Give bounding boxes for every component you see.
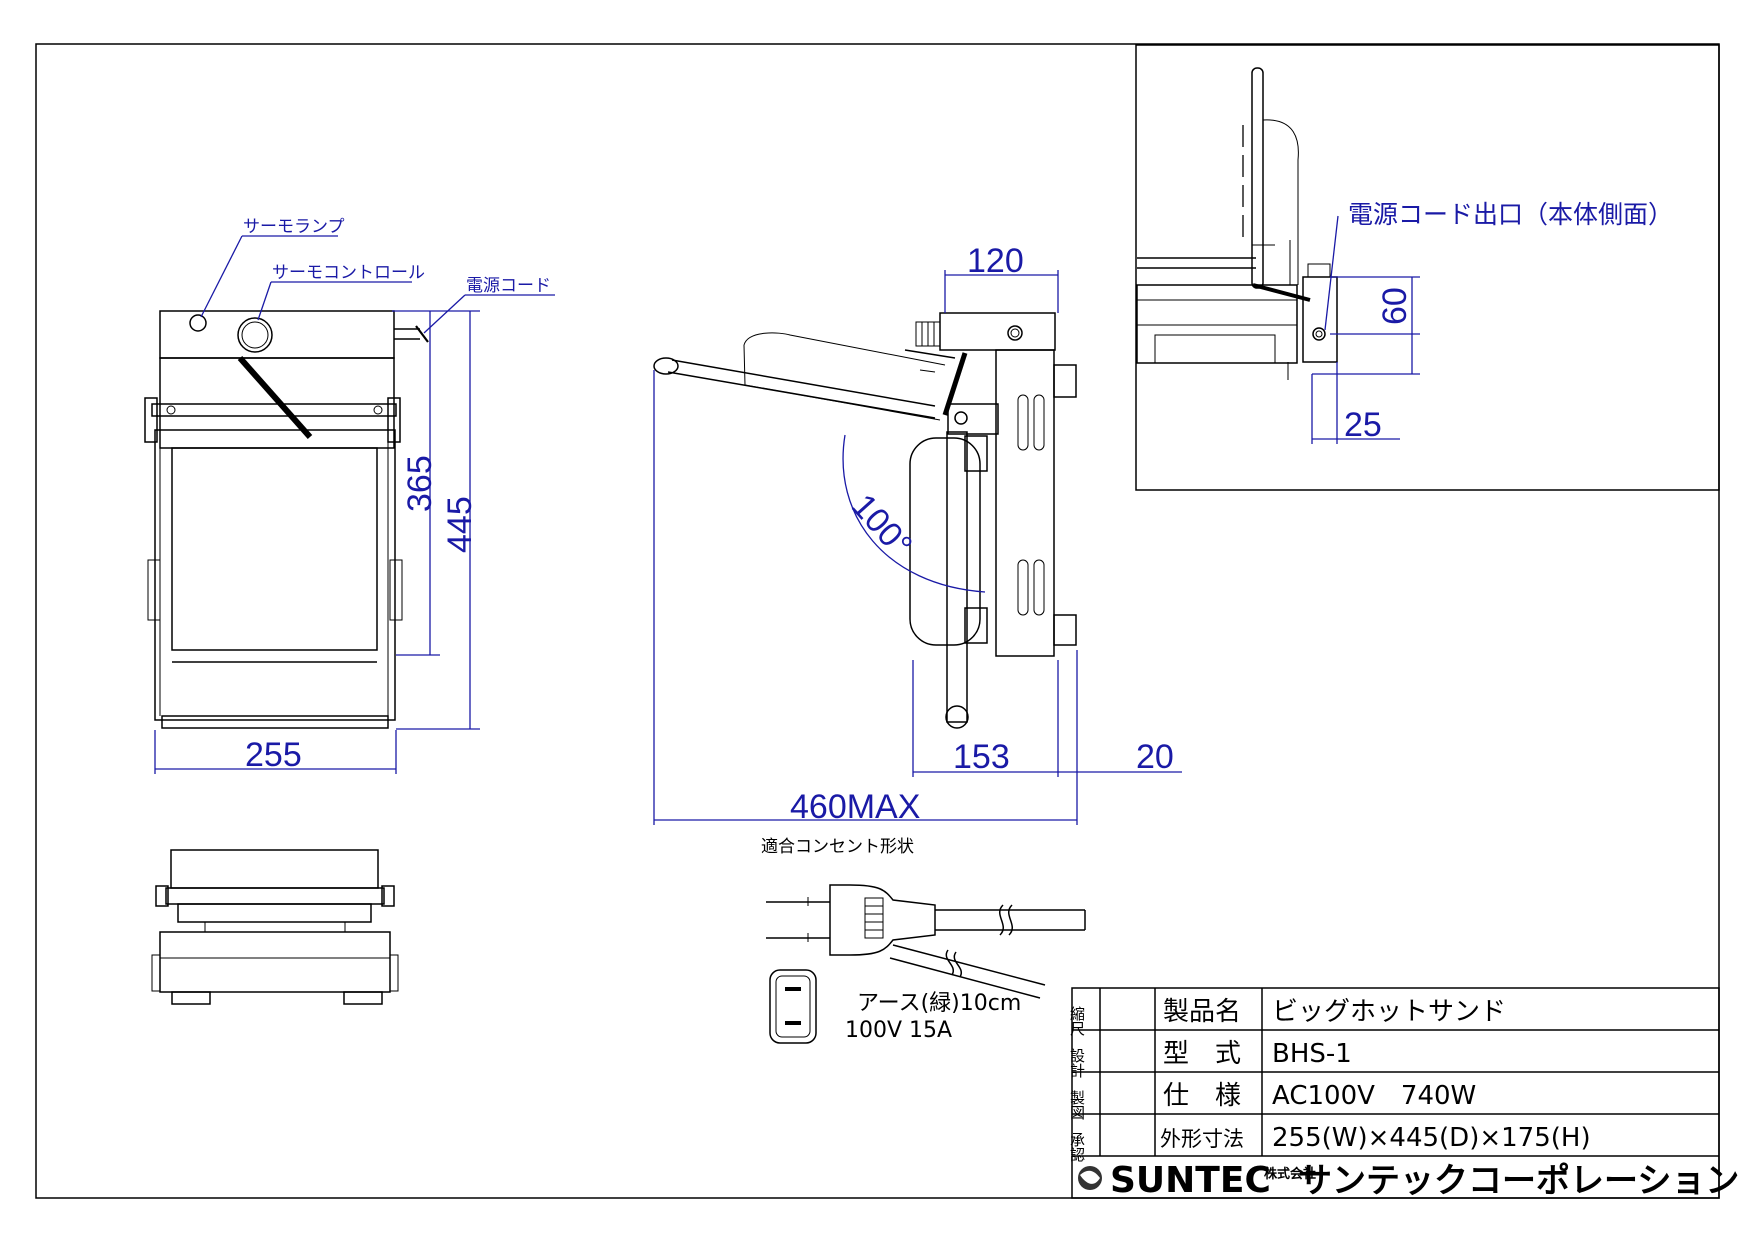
side-view [653,312,1077,729]
dim-inset-height: 60 [1376,287,1414,325]
drawing-border [35,43,1720,1199]
title-block [1071,987,1720,1199]
dim-side-body: 153 [953,738,1010,776]
dim-front-inner-depth: 365 [401,455,439,512]
thermo-control-callout: サーモコントロール [272,263,425,283]
dim-angle: 100° [844,487,919,565]
inset-dimensions [1311,215,1420,444]
scale-label: 縮尺 [1068,1006,1086,1036]
design-label: 設計 [1068,1048,1086,1078]
side-dimensions [653,270,1182,825]
row-value-model: BHS-1 [1272,1039,1352,1069]
front-dimensions [154,310,480,774]
row-value-dimensions: 255(W)×445(D)×175(H) [1272,1123,1591,1153]
company-name: サンテックコーポレーション [1298,1161,1739,1201]
row-label-product: 製品名 [1163,997,1241,1027]
rear-view [151,849,399,1005]
front-view [144,310,429,729]
plug-drawing [766,884,1086,999]
row-label-dimensions: 外形寸法 [1160,1127,1244,1151]
cord-outlet-callout: 電源コード出口（本体側面） [1348,200,1673,229]
dim-side-foot: 20 [1136,738,1174,776]
dim-side-top: 120 [967,242,1024,280]
company-prefix: 株式会社 [1264,1166,1316,1182]
earth-wire-label: アース(緑)10cm [857,991,1021,1016]
angle-arc [842,434,986,593]
drafting-label: 製図 [1068,1090,1086,1120]
row-label-spec: 仕 様 [1163,1081,1241,1111]
approval-label: 承認 [1068,1132,1086,1162]
row-value-spec: AC100V 740W [1272,1081,1476,1111]
dim-inset-offset: 25 [1344,406,1382,444]
dim-front-depth: 445 [441,496,479,553]
row-value-product: ビッグホットサンド [1272,997,1506,1027]
power-cord-callout: 電源コード [466,276,551,296]
brand-logo: SUNTEC [1110,1160,1271,1201]
inset-frame [1135,44,1720,491]
dim-side-max: 460MAX [790,788,920,826]
thermo-lamp-callout: サーモランプ [243,217,345,237]
row-label-model: 型 式 [1163,1039,1241,1069]
dim-front-width: 255 [245,736,302,774]
outlet-rating: 100V 15A [845,1018,952,1043]
outlet-title: 適合コンセント形状 [761,837,914,857]
inset-view [1136,67,1338,380]
callout-leaders [200,235,555,334]
outlet-face [769,969,817,1044]
